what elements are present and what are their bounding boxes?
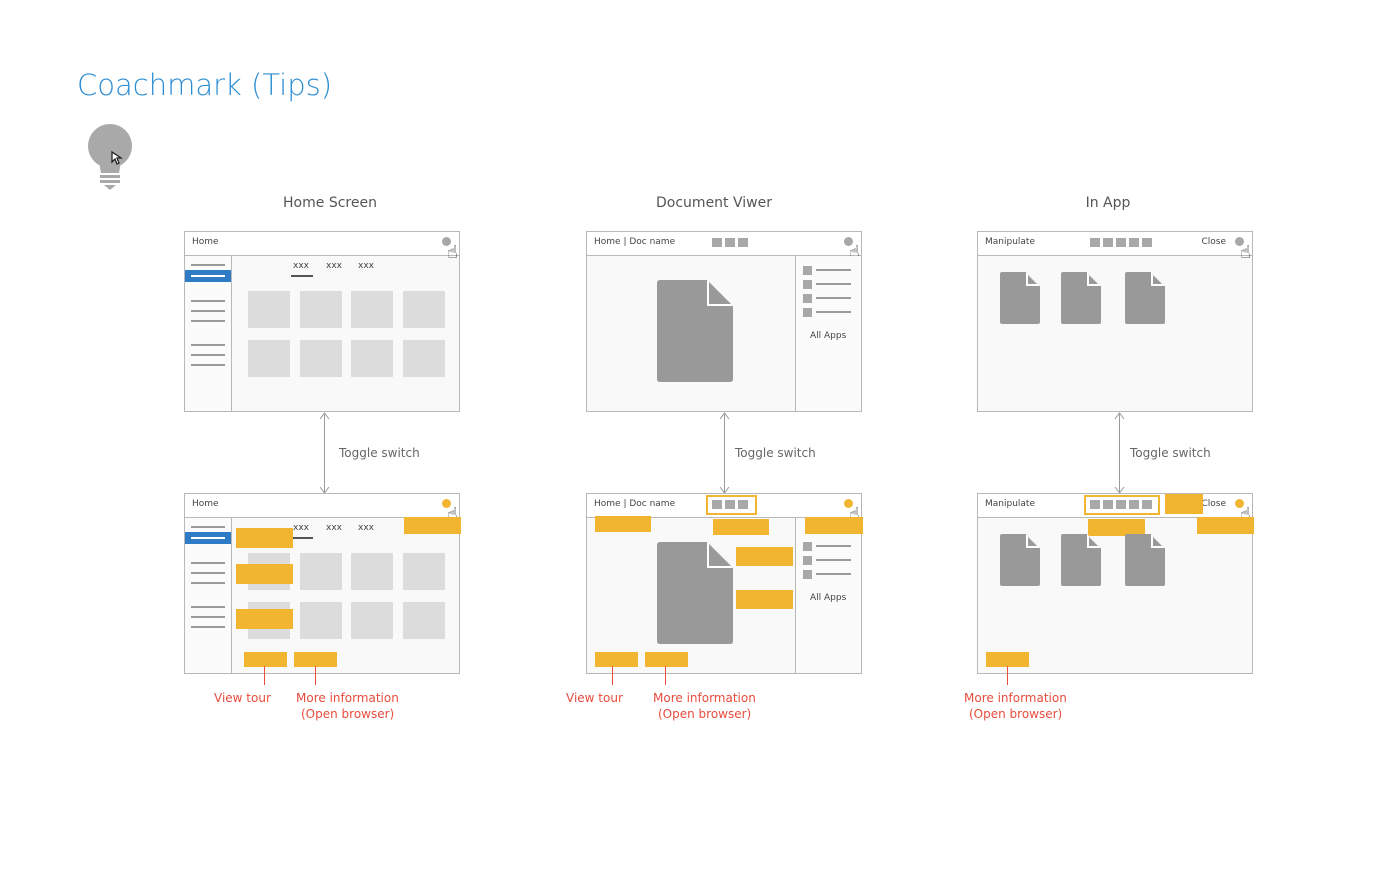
highlight-box xyxy=(1084,495,1160,515)
toggle-label: Toggle switch xyxy=(339,446,420,460)
more-info-label: More information xyxy=(964,691,1067,705)
coachmark-tip[interactable] xyxy=(404,517,461,534)
home-topbar-label: Home xyxy=(192,237,219,247)
all-apps-label[interactable]: All Apps xyxy=(810,331,847,341)
file-icon xyxy=(1125,272,1165,324)
home-sidebar xyxy=(185,256,232,411)
file-icon xyxy=(1000,534,1040,586)
home-screen-coachmark-frame: Home ☝ xxx xxx xxx xyxy=(184,493,461,674)
tab-3[interactable]: xxx xyxy=(358,523,374,533)
pointer-hand-icon: ☝ xyxy=(849,504,860,525)
more-info-button[interactable] xyxy=(294,652,337,667)
page-title: Coachmark (Tips) xyxy=(77,68,333,102)
coachmark-tip[interactable] xyxy=(736,547,793,566)
tips-toggle-icon[interactable] xyxy=(844,237,853,246)
file-icon xyxy=(1125,534,1165,586)
document-viewer-coachmark-frame: Home | Doc name ☝ All Apps xyxy=(586,493,863,674)
coachmark-tip[interactable] xyxy=(1197,517,1254,534)
close-button[interactable]: Close xyxy=(1201,237,1226,247)
app-topbar-label: Manipulate xyxy=(985,237,1035,247)
home-screen-title: Home Screen xyxy=(283,195,377,211)
coachmark-tip[interactable] xyxy=(805,517,863,534)
tips-toggle-icon[interactable] xyxy=(442,237,451,246)
file-icon xyxy=(1061,534,1101,586)
app-topbar: Manipulate Close ☝ xyxy=(978,494,1252,524)
coachmark-tip[interactable] xyxy=(236,528,293,548)
tab-1[interactable]: xxx xyxy=(293,523,309,533)
doc-topbar-label: Home | Doc name xyxy=(594,499,676,509)
home-topbar: Home ☝ xyxy=(185,494,459,524)
coachmark-tip[interactable] xyxy=(713,519,769,535)
pointer-hand-icon: ☝ xyxy=(447,242,458,263)
lightbulb-icon xyxy=(88,124,132,190)
view-tour-label: View tour xyxy=(566,691,623,705)
document-icon xyxy=(657,280,733,382)
document-viewer-title: Document Viwer xyxy=(656,195,772,211)
sidebar-selected-item[interactable] xyxy=(185,270,231,282)
document-viewer-frame: Home | Doc name ☝ All Apps xyxy=(586,231,862,412)
open-browser-label: (Open browser) xyxy=(969,707,1063,721)
coachmark-tip[interactable] xyxy=(595,516,651,532)
tips-toggle-icon[interactable] xyxy=(442,499,451,508)
pointer-hand-icon: ☝ xyxy=(1240,504,1251,525)
in-app-frame: Manipulate Close ☝ xyxy=(977,231,1253,412)
home-topbar-label: Home xyxy=(192,499,219,509)
open-browser-label: (Open browser) xyxy=(658,707,752,721)
more-info-label: More information xyxy=(296,691,399,705)
coachmark-tip[interactable] xyxy=(236,609,293,629)
highlight-box xyxy=(706,495,757,515)
coachmark-tip[interactable] xyxy=(1088,519,1145,536)
more-info-button[interactable] xyxy=(986,652,1029,667)
doc-right-panel: All Apps xyxy=(795,518,861,673)
tab-2[interactable]: xxx xyxy=(326,261,342,271)
doc-topbar-label: Home | Doc name xyxy=(594,237,676,247)
app-topbar-label: Manipulate xyxy=(985,499,1035,509)
in-app-title: In App xyxy=(1085,195,1131,211)
doc-topbar: Home | Doc name ☝ xyxy=(587,494,861,524)
coachmark-tip[interactable] xyxy=(236,564,293,584)
view-tour-button[interactable] xyxy=(244,652,287,667)
tips-toggle-icon[interactable] xyxy=(844,499,853,508)
tab-3[interactable]: xxx xyxy=(358,261,374,271)
file-icon xyxy=(1061,272,1101,324)
double-arrow-icon xyxy=(1114,412,1125,494)
pointer-hand-icon: ☝ xyxy=(447,504,458,525)
sidebar-selected-item[interactable] xyxy=(185,532,231,544)
toggle-label: Toggle switch xyxy=(1130,446,1211,460)
close-button[interactable]: Close xyxy=(1201,499,1226,509)
open-browser-label: (Open browser) xyxy=(301,707,395,721)
document-icon xyxy=(657,542,733,644)
app-topbar: Manipulate Close ☝ xyxy=(978,232,1252,262)
more-info-label: More information xyxy=(653,691,756,705)
home-topbar: Home ☝ xyxy=(185,232,459,262)
doc-topbar: Home | Doc name ☝ xyxy=(587,232,861,262)
more-info-button[interactable] xyxy=(645,652,688,667)
pointer-hand-icon: ☝ xyxy=(1240,242,1251,263)
tips-toggle-icon[interactable] xyxy=(1235,499,1244,508)
tab-1[interactable]: xxx xyxy=(293,261,309,271)
toggle-label: Toggle switch xyxy=(735,446,816,460)
double-arrow-icon xyxy=(719,412,730,494)
double-arrow-icon xyxy=(319,412,330,494)
toggle-arrow xyxy=(324,414,325,492)
coachmark-tip[interactable] xyxy=(736,590,793,609)
view-tour-button[interactable] xyxy=(595,652,638,667)
tab-2[interactable]: xxx xyxy=(326,523,342,533)
home-screen-frame: Home ☝ xxx xxx xxx xyxy=(184,231,460,412)
coachmark-tip[interactable] xyxy=(1165,494,1203,514)
tips-toggle-icon[interactable] xyxy=(1235,237,1244,246)
in-app-coachmark-frame: Manipulate Close ☝ xyxy=(977,493,1254,674)
home-sidebar xyxy=(185,518,232,673)
view-tour-label: View tour xyxy=(214,691,271,705)
file-icon xyxy=(1000,272,1040,324)
doc-right-panel: All Apps xyxy=(795,256,861,411)
pointer-hand-icon: ☝ xyxy=(849,242,860,263)
all-apps-label[interactable]: All Apps xyxy=(810,593,847,603)
